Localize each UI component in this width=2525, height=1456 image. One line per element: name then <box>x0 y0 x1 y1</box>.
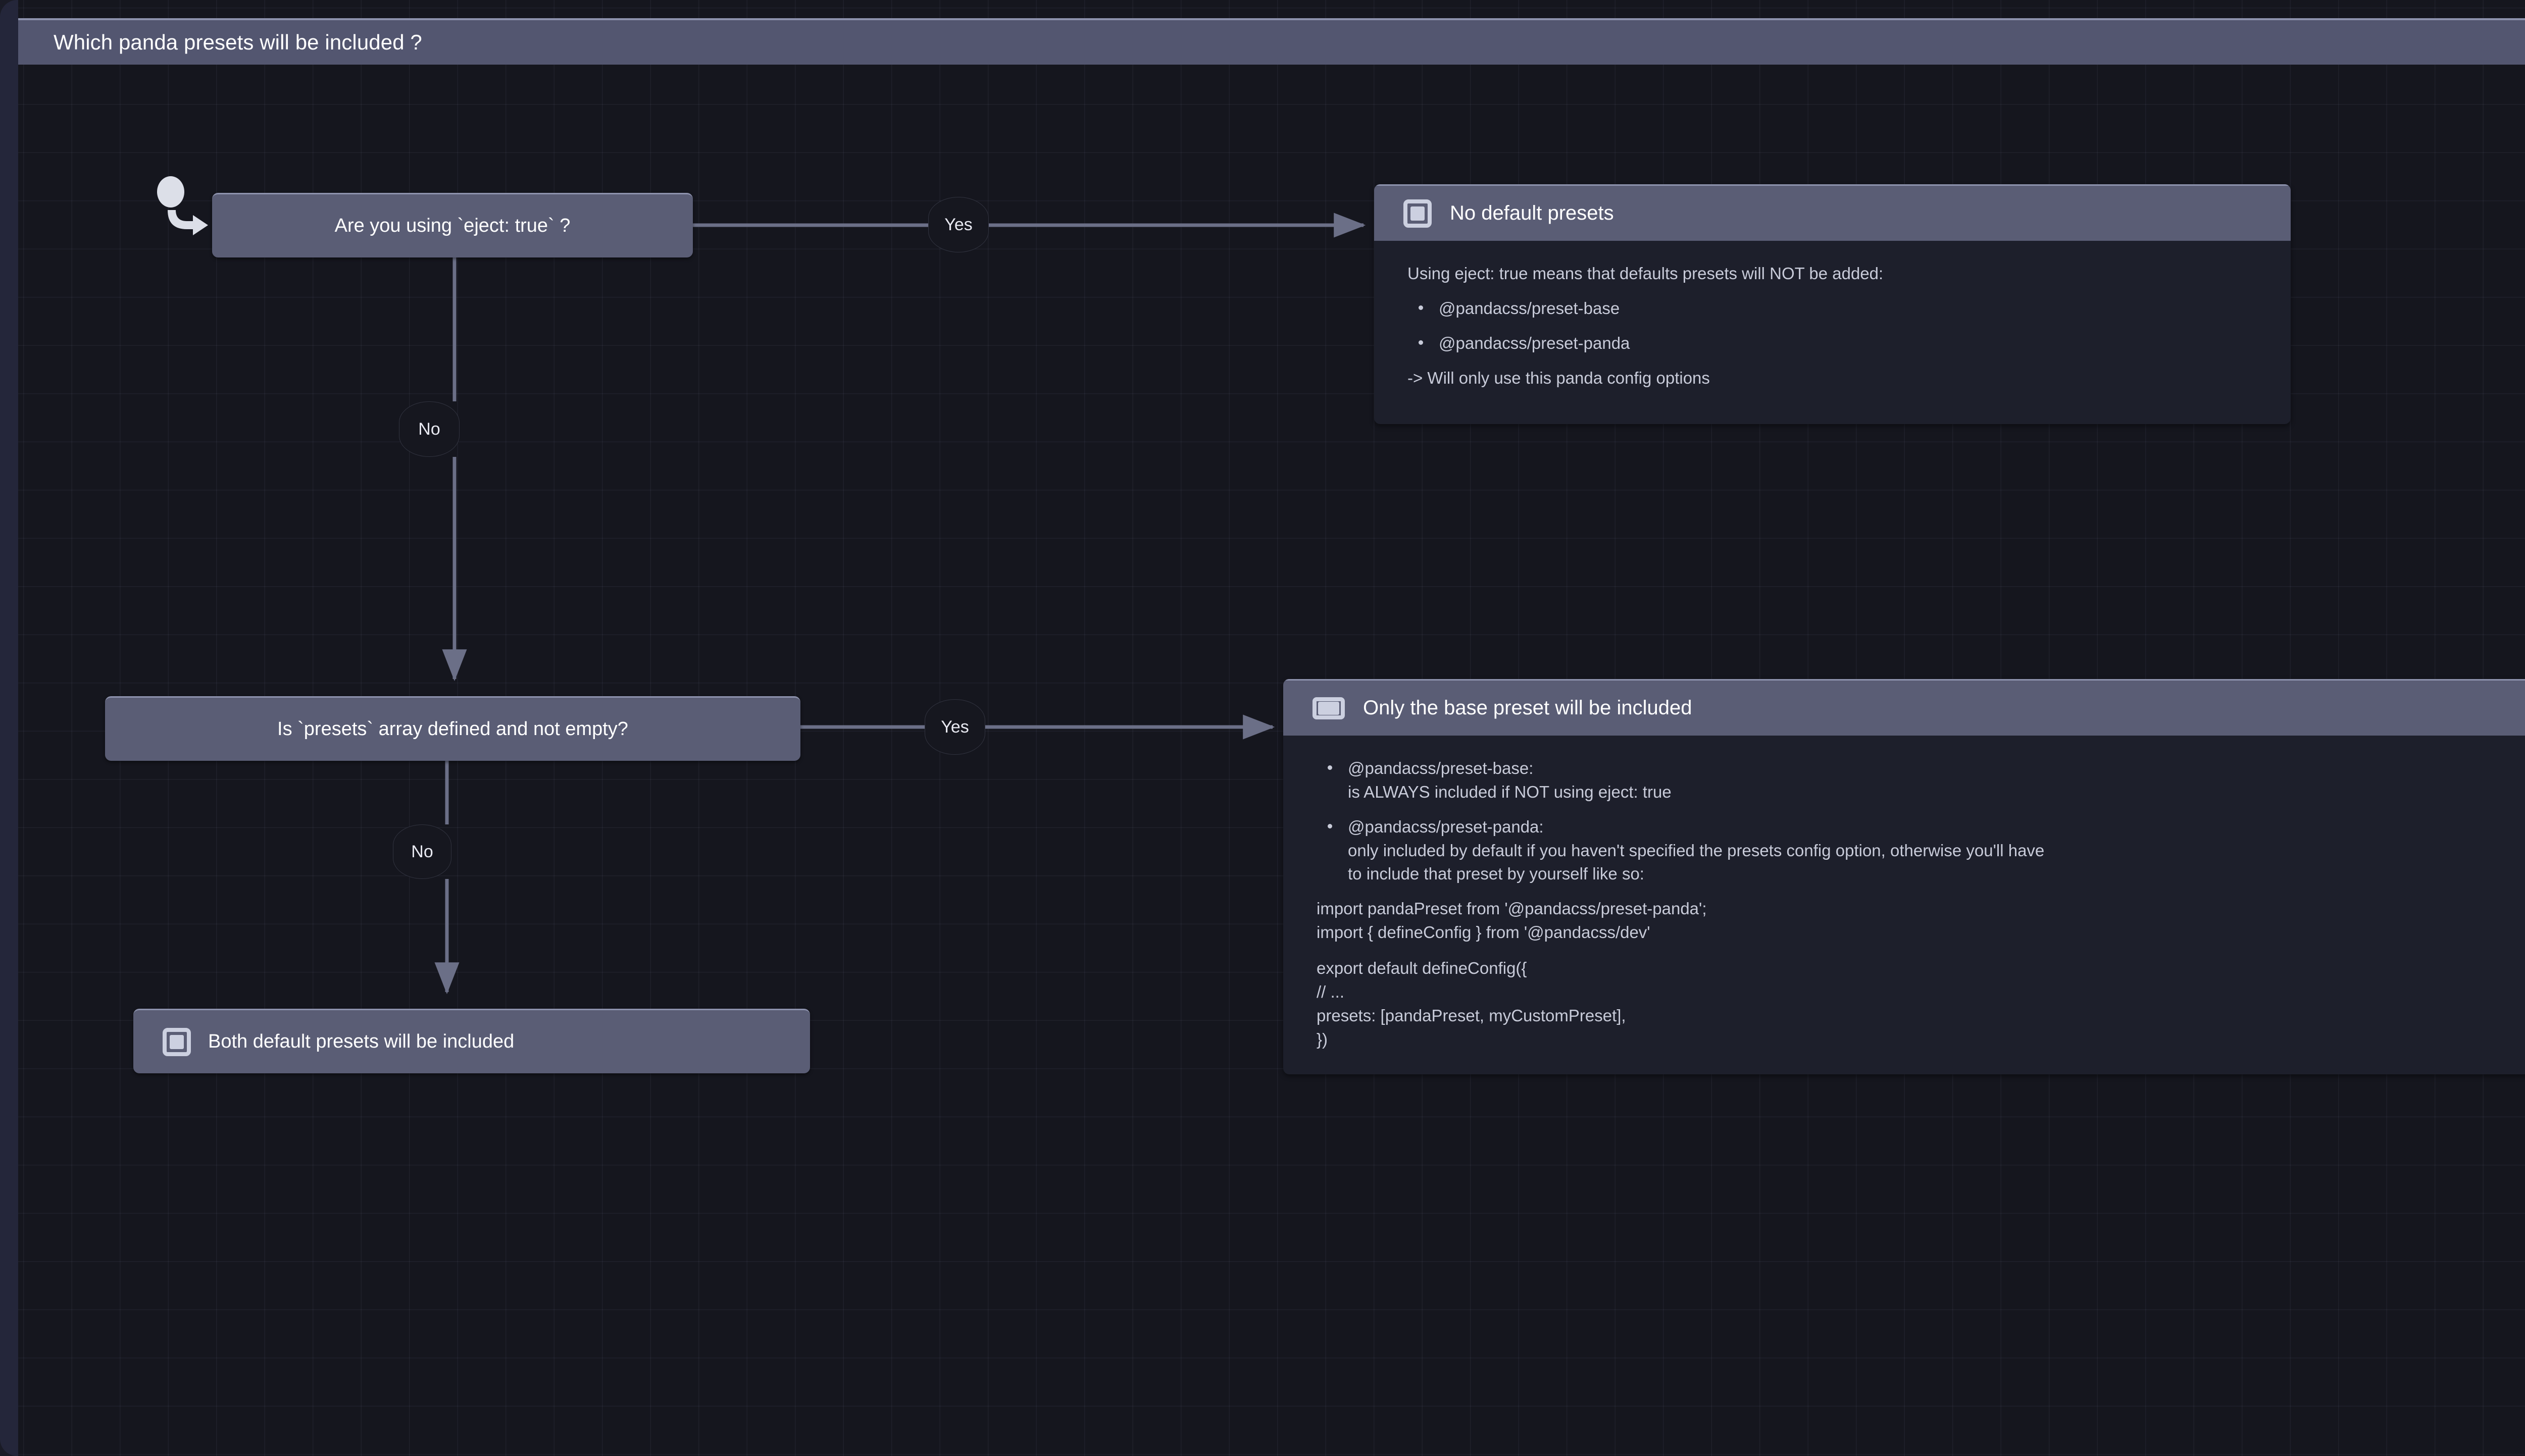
panel-intro-text: Using eject: true means that defaults pr… <box>1407 264 1884 283</box>
node-both-defaults[interactable]: Both default presets will be included <box>133 1009 810 1073</box>
panel-base-preset-only[interactable]: Only the base preset will be included @p… <box>1283 679 2525 1075</box>
panel-no-default-presets-body: Using eject: true means that defaults pr… <box>1374 241 2291 424</box>
code-line-blank <box>1317 945 2525 957</box>
curved-arrow-icon <box>168 210 208 235</box>
list-item: @pandacss/preset-panda <box>1419 332 2257 355</box>
code-line: // ... <box>1317 982 1345 1001</box>
list-item-text: @pandacss/preset-panda <box>1439 333 1630 352</box>
edge-label-no-eject[interactable]: No <box>399 401 460 457</box>
panel-no-default-presets-title: No default presets <box>1450 202 1614 224</box>
edge-label-yes-eject-text: Yes <box>944 215 973 234</box>
start-circle-icon <box>157 176 184 207</box>
node-eject-decision[interactable]: Are you using `eject: true` ? <box>212 193 693 257</box>
note-frame-icon <box>1312 697 1345 719</box>
list-item-text: @pandacss/preset-base <box>1439 298 1620 318</box>
edge-label-yes-presets[interactable]: Yes <box>925 699 985 755</box>
preset-list: @pandacss/preset-base @pandacss/preset-p… <box>1407 297 2257 355</box>
edge-label-no-eject-text: No <box>418 419 440 439</box>
code-line: export default defineConfig({ <box>1317 959 1527 978</box>
list-item: @pandacss/preset-base: is ALWAYS include… <box>1328 757 2525 804</box>
node-presets-label: Is `presets` array defined and not empty… <box>277 718 628 740</box>
list-item: @pandacss/preset-base <box>1419 297 2257 321</box>
page-title: Which panda presets will be included ? <box>54 30 422 54</box>
list-item-body: is ALWAYS included if NOT using eject: t… <box>1348 782 1672 801</box>
panel-base-preset-only-body: @pandacss/preset-base: is ALWAYS include… <box>1283 736 2525 1074</box>
panel-no-default-presets-header: No default presets <box>1374 184 2291 241</box>
code-line: import pandaPreset from '@pandacss/prese… <box>1317 899 1707 918</box>
list-item-body: only included by default if you haven't … <box>1348 841 2045 860</box>
diagram-title-bar: Which panda presets will be included ? <box>18 18 2525 65</box>
note-frame-icon <box>163 1027 191 1056</box>
edge-label-yes-eject[interactable]: Yes <box>928 197 989 252</box>
edge-label-no-presets[interactable]: No <box>393 824 451 879</box>
preset-detail-list: @pandacss/preset-base: is ALWAYS include… <box>1317 757 2525 886</box>
edge-label-yes-presets-text: Yes <box>941 717 969 737</box>
node-eject-label: Are you using `eject: true` ? <box>334 215 571 236</box>
node-presets-decision[interactable]: Is `presets` array defined and not empty… <box>105 696 800 761</box>
node-both-defaults-label: Both default presets will be included <box>208 1031 515 1052</box>
code-line: }) <box>1317 1029 1328 1049</box>
panel-no-default-presets[interactable]: No default presets Using eject: true mea… <box>1374 184 2291 425</box>
panel-outro-text: -> Will only use this panda config optio… <box>1407 368 1710 387</box>
note-frame-icon <box>1403 199 1432 228</box>
code-line: import { defineConfig } from '@pandacss/… <box>1317 923 1650 942</box>
edge-label-no-presets-text: No <box>411 842 433 861</box>
list-item: @pandacss/preset-panda: only included by… <box>1328 815 2525 887</box>
panel-base-preset-only-title: Only the base preset will be included <box>1363 697 1692 719</box>
list-item-body-cont: to include that preset by yourself like … <box>1348 864 1644 883</box>
start-marker <box>152 174 217 242</box>
code-snippet: import pandaPreset from '@pandacss/prese… <box>1317 897 2525 1051</box>
list-item-head: @pandacss/preset-panda: <box>1348 817 1544 836</box>
panel-base-preset-only-header: Only the base preset will be included <box>1283 679 2525 736</box>
code-line: presets: [pandaPreset, myCustomPreset], <box>1317 1006 1626 1025</box>
list-item-head: @pandacss/preset-base: <box>1348 759 1534 777</box>
